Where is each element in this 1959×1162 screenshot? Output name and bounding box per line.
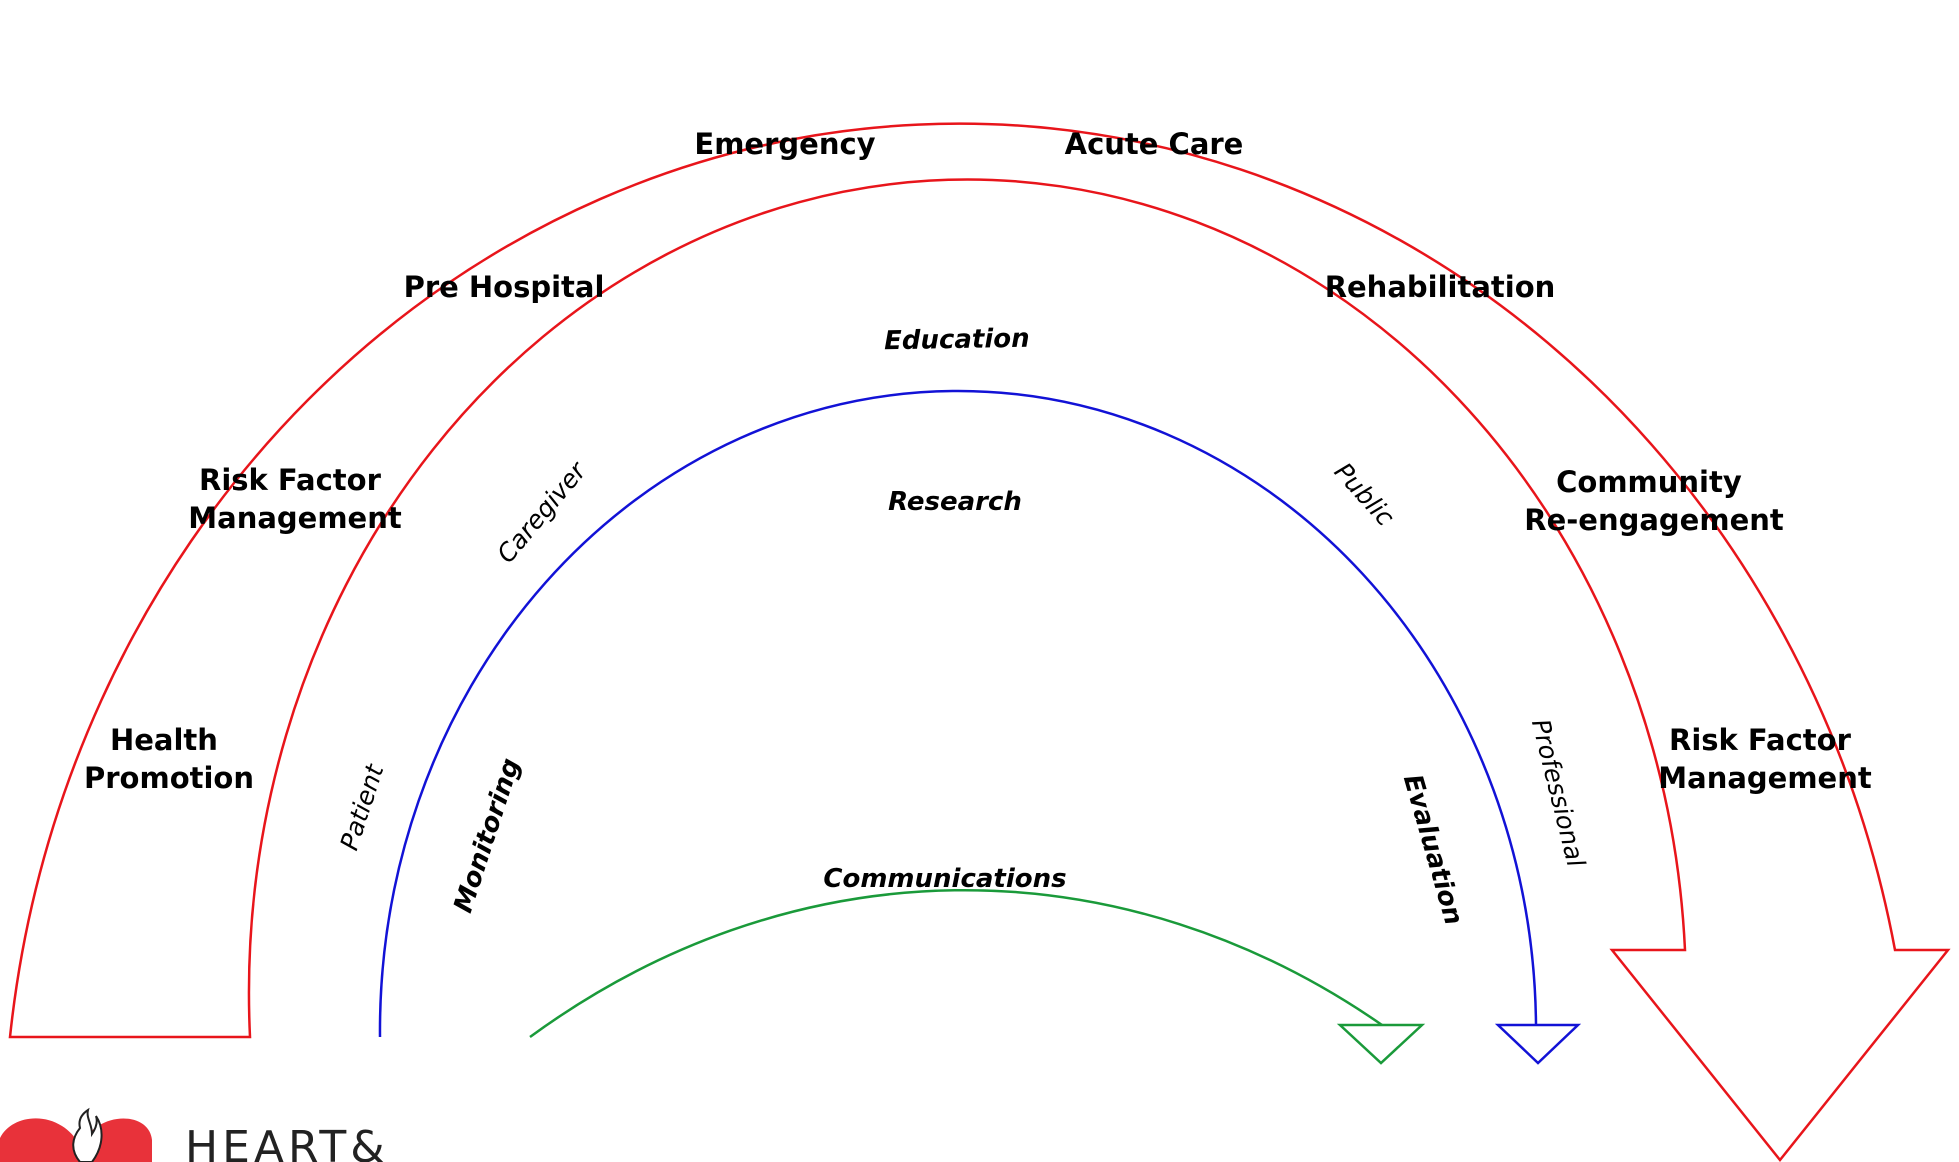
logo-text: HEART&: [185, 1122, 389, 1162]
middle-audience-arc: [378, 389, 1538, 1038]
audience-patient: Patient: [335, 760, 390, 854]
stage-acute-care: Acute Care: [1065, 127, 1244, 161]
theme-research: Research: [888, 487, 1022, 517]
theme-evaluation: Evaluation: [1397, 771, 1469, 928]
stage-health-promotion-line-1: Health: [110, 723, 218, 757]
theme-communications: Communications: [823, 864, 1066, 894]
stage-risk-factor-right-line-2: Management: [1658, 761, 1872, 795]
stage-risk-factor-management-right: Risk Factor Management: [1658, 723, 1872, 795]
stage-risk-factor-left-line-1: Risk Factor: [199, 463, 382, 497]
flame-mark: [72, 1107, 103, 1162]
stage-pre-hospital: Pre Hospital: [404, 270, 605, 304]
stage-community-line-1: Community: [1556, 465, 1742, 499]
outer-continuum-arc: [8, 122, 1951, 1162]
stage-community-re-engagement: Community Re-engagement: [1524, 465, 1784, 537]
stage-emergency: Emergency: [694, 127, 875, 161]
stage-health-promotion: Health Promotion: [84, 723, 254, 795]
theme-monitoring: Monitoring: [448, 755, 526, 917]
stage-rehabilitation: Rehabilitation: [1325, 270, 1556, 304]
stage-risk-factor-right-line-1: Risk Factor: [1669, 723, 1852, 757]
stage-community-line-2: Re-engagement: [1524, 503, 1784, 537]
inner-communications-arc: [529, 888, 1383, 1039]
stage-risk-factor-management-left: Risk Factor Management: [188, 463, 402, 535]
stage-health-promotion-line-2: Promotion: [84, 761, 254, 795]
stage-risk-factor-left-line-2: Management: [188, 501, 402, 535]
theme-education: Education: [884, 324, 1030, 357]
audience-caregiver: Caregiver: [491, 455, 593, 568]
middle-arc-arrowhead: [1494, 1023, 1582, 1065]
heart-flame-logo-icon: [0, 1107, 152, 1162]
audience-public: Public: [1329, 457, 1401, 532]
audience-professional: Professional: [1526, 716, 1591, 870]
inner-arc-arrowhead: [1336, 1023, 1426, 1065]
